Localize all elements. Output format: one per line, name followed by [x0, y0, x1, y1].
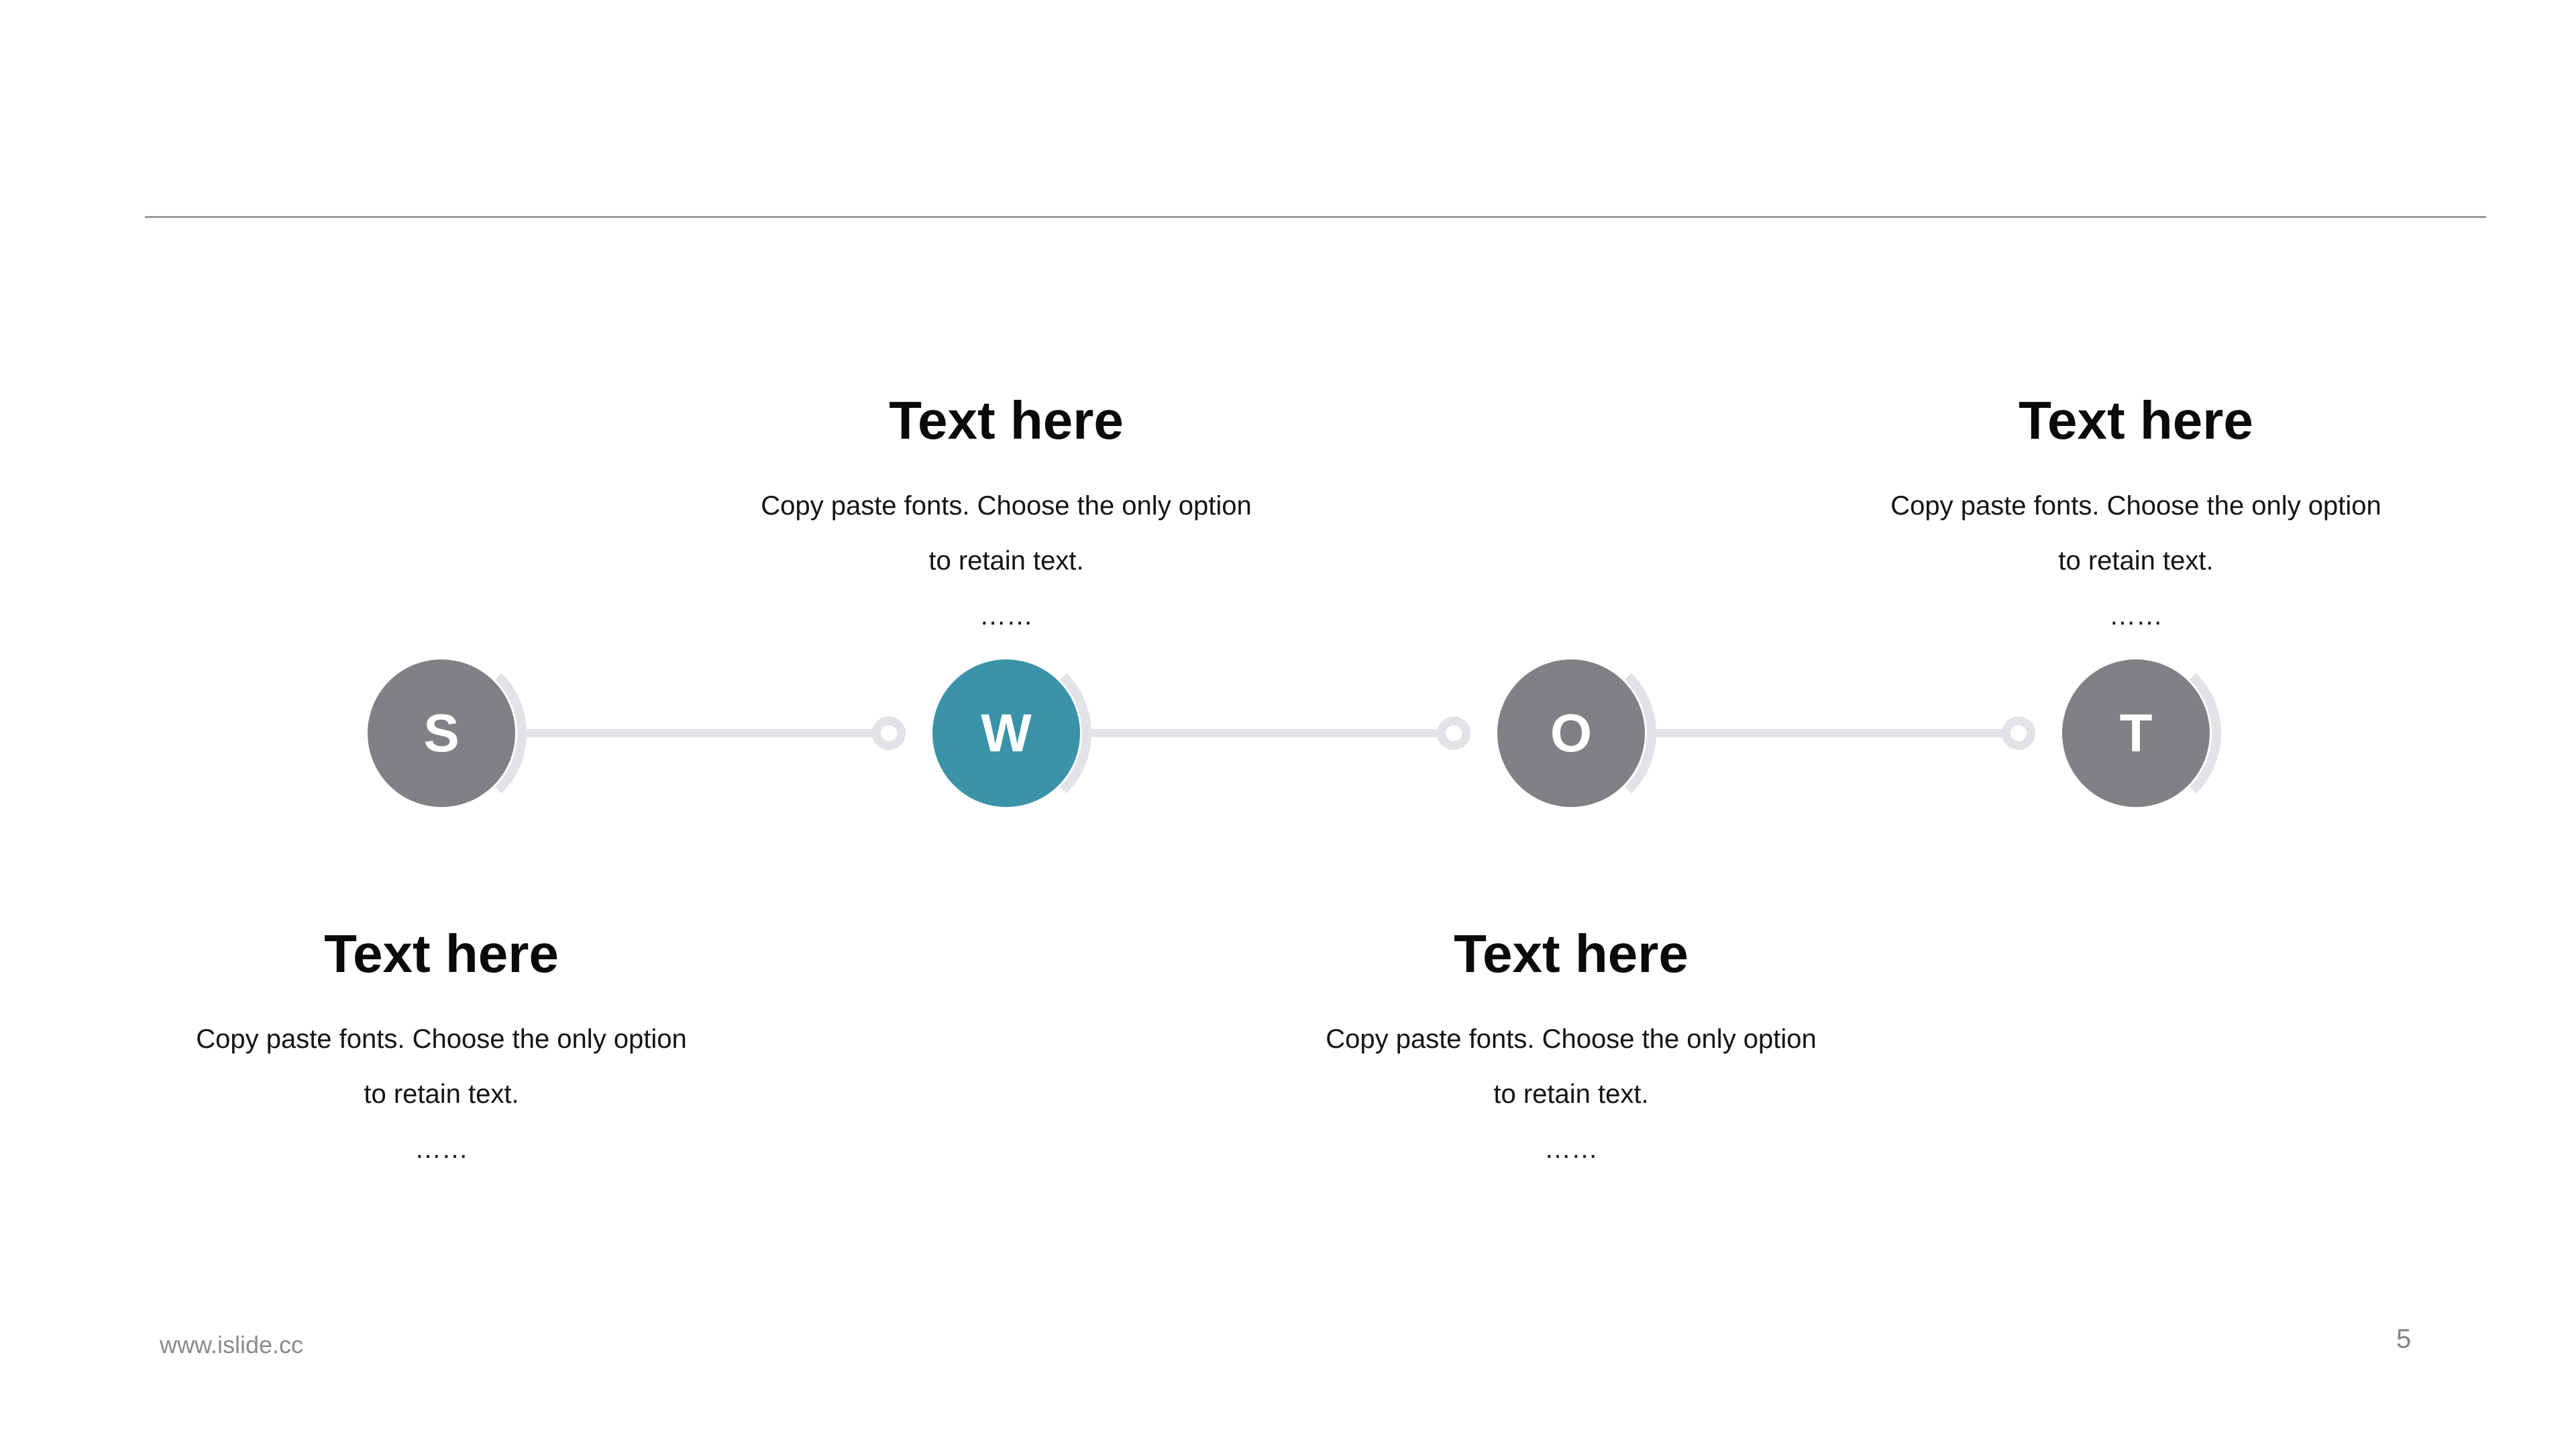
swot-node-s: S — [368, 659, 515, 807]
swot-node-w: W — [932, 659, 1080, 807]
text-block-ellipsis: …… — [979, 601, 1033, 631]
connector-line-w-o — [1088, 729, 1454, 737]
text-block-body-line1: Copy paste fonts. Choose the only option — [196, 1024, 687, 1054]
swot-node-t: T — [2062, 659, 2210, 807]
footer-website: www.islide.cc — [160, 1331, 304, 1358]
text-block-body-line1: Copy paste fonts. Choose the only option — [1890, 491, 2381, 521]
text-block-body-line2: to retain text. — [364, 1079, 519, 1109]
text-block-ellipsis: …… — [1544, 1134, 1598, 1164]
text-block-body-line2: to retain text. — [2058, 546, 2214, 576]
text-block-o: Text here Copy paste fonts. Choose the o… — [1269, 926, 1873, 1177]
swot-node-o: O — [1497, 659, 1645, 807]
connector-ring-w — [872, 716, 906, 750]
page-number: 5 — [2396, 1324, 2412, 1354]
node-letter-o: O — [1550, 703, 1593, 763]
text-block-title: Text here — [889, 390, 1124, 450]
node-letter-t: T — [2119, 703, 2153, 763]
text-block-body: Copy paste fonts. Choose the only option… — [704, 478, 1308, 643]
text-block-body-line2: to retain text. — [1493, 1079, 1649, 1109]
connector-ring-t — [2002, 716, 2035, 750]
text-block-ellipsis: …… — [2109, 601, 2163, 631]
text-block-title: Text here — [324, 924, 559, 983]
text-block-body: Copy paste fonts. Choose the only option… — [140, 1012, 743, 1177]
text-block-s: Text here Copy paste fonts. Choose the o… — [140, 926, 743, 1177]
node-letter-s: S — [423, 703, 460, 763]
text-block-ellipsis: …… — [415, 1134, 468, 1164]
text-block-body: Copy paste fonts. Choose the only option… — [1269, 1012, 1873, 1177]
text-block-body-line1: Copy paste fonts. Choose the only option — [761, 491, 1252, 521]
node-letter-w: W — [981, 703, 1032, 763]
text-block-body: Copy paste fonts. Choose the only option… — [1834, 478, 2438, 643]
connector-line-s-w — [523, 729, 889, 737]
text-block-t: Text here Copy paste fonts. Choose the o… — [1834, 392, 2438, 643]
text-block-body-line1: Copy paste fonts. Choose the only option — [1326, 1024, 1817, 1054]
text-block-w: Text here Copy paste fonts. Choose the o… — [704, 392, 1308, 643]
connector-ring-o — [1437, 716, 1470, 750]
text-block-title: Text here — [2019, 390, 2253, 450]
connector-line-o-t — [1653, 729, 2019, 737]
header-divider — [145, 216, 2486, 218]
text-block-body-line2: to retain text. — [928, 546, 1084, 576]
text-block-title: Text here — [1454, 924, 1688, 983]
